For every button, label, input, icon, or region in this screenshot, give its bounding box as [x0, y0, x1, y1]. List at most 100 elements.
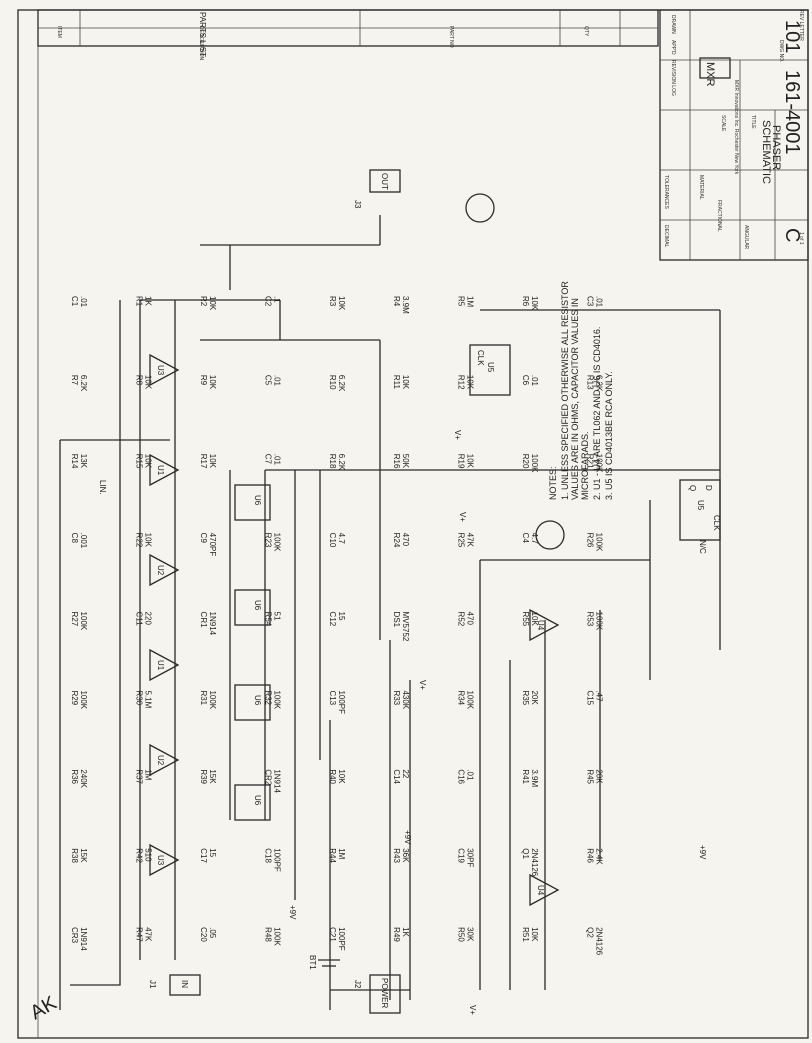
component-ref: C21 [328, 927, 337, 942]
tolerances-label: TOLERANCES [663, 175, 669, 209]
component-ref: R15 [134, 454, 143, 469]
title-schematic: SCHEMATIC [760, 120, 772, 184]
component-value: 100PF [272, 848, 281, 872]
component-value: 22 [401, 769, 410, 778]
svg-text:IN: IN [180, 980, 189, 988]
component-ref: R40 [328, 769, 337, 784]
component-value: 1K [143, 296, 152, 306]
component-value: 1N914 [208, 612, 217, 636]
component-value: 2N4126 [595, 927, 604, 956]
component-ref: R55 [521, 612, 530, 627]
title-phaser: PHASER [770, 125, 782, 170]
svg-text:U1: U1 [156, 465, 165, 476]
u6-c [234, 684, 271, 721]
component-c1: C1.01 [70, 296, 88, 308]
vplus-led: V+ [418, 680, 427, 690]
component-c2: C2.1 [263, 296, 281, 307]
parts-partno-header: PART NO [448, 26, 454, 48]
component-ref: R20 [521, 454, 530, 469]
transistor-q2 [465, 193, 495, 223]
component-ref: C10 [328, 533, 337, 548]
svg-text:D: D [704, 485, 713, 491]
component-ref: C2 [263, 296, 272, 307]
component-ref: Q1 [521, 848, 530, 859]
svg-text:U1: U1 [156, 660, 165, 671]
svg-text:BT1: BT1 [308, 955, 317, 970]
component-value: 510 [143, 848, 152, 862]
component-value: 13K [79, 454, 88, 469]
parts-description-header: DESCRIPTION [198, 26, 204, 61]
nc-label: N/C [698, 540, 707, 554]
parts-qty-header: QTY [583, 26, 589, 37]
transistor-q1 [535, 520, 565, 550]
component-value: 100K [272, 690, 281, 709]
sheet-border [17, 9, 809, 1039]
lin-label: LIN. [98, 480, 107, 495]
svg-text:U6: U6 [253, 600, 262, 611]
component-value: 10K [143, 533, 152, 548]
component-value: .01 [595, 296, 604, 308]
component-value: 4.7 [530, 533, 539, 545]
opamps: U3 U1 U2 U1 U2 U3 U4 U4 [149, 353, 560, 907]
revision-number: 101 [781, 20, 803, 53]
ic-u6-row: U6 U6 U6 U6 [234, 484, 271, 821]
title-block: MXR MXR Innovations Inc. Rochester New Y… [659, 9, 809, 261]
component-c20: C20.05 [199, 927, 217, 942]
notes-header: NOTES: [548, 466, 558, 500]
component-ref: R42 [134, 848, 143, 863]
svg-text:U6: U6 [253, 795, 262, 806]
component-c8: C8.001 [70, 533, 88, 549]
company-address: MXR Innovations Inc. Rochester New York [733, 80, 739, 175]
component-ref: R53 [586, 612, 595, 627]
component-ref: C11 [134, 612, 143, 627]
component-value: 470 [401, 533, 410, 547]
vplus-q1: V+ [458, 512, 467, 522]
component-ref: R39 [199, 769, 208, 784]
component-value: .01 [272, 375, 281, 387]
component-value: 2N4126 [530, 848, 539, 877]
dwg-no-label: DWG NO. [778, 40, 784, 63]
opamp-u4-b [529, 873, 560, 907]
svg-text:U2: U2 [156, 565, 165, 576]
rev-letter-label: REV LETTER [798, 10, 804, 41]
battery-bt1: BT1 [308, 955, 340, 970]
component-value: 1N914 [79, 927, 88, 951]
component-ref: R4 [392, 296, 401, 307]
component-value: 3.9M [401, 296, 410, 314]
component-ref: R51 [521, 927, 530, 942]
component-ref: R26 [586, 533, 595, 548]
component-ref: R13 [586, 375, 595, 390]
material-label: MATERIAL [698, 175, 704, 200]
jack-j3: OUT J3 [353, 169, 401, 209]
svg-text:POWER: POWER [380, 978, 389, 1008]
component-ref: C6 [521, 375, 530, 386]
component-ref: R52 [457, 612, 466, 627]
component-value: 6.2K [79, 375, 88, 392]
component-value: 10K [530, 927, 539, 942]
component-ref: R49 [392, 927, 401, 942]
component-ref: R5 [457, 296, 466, 307]
